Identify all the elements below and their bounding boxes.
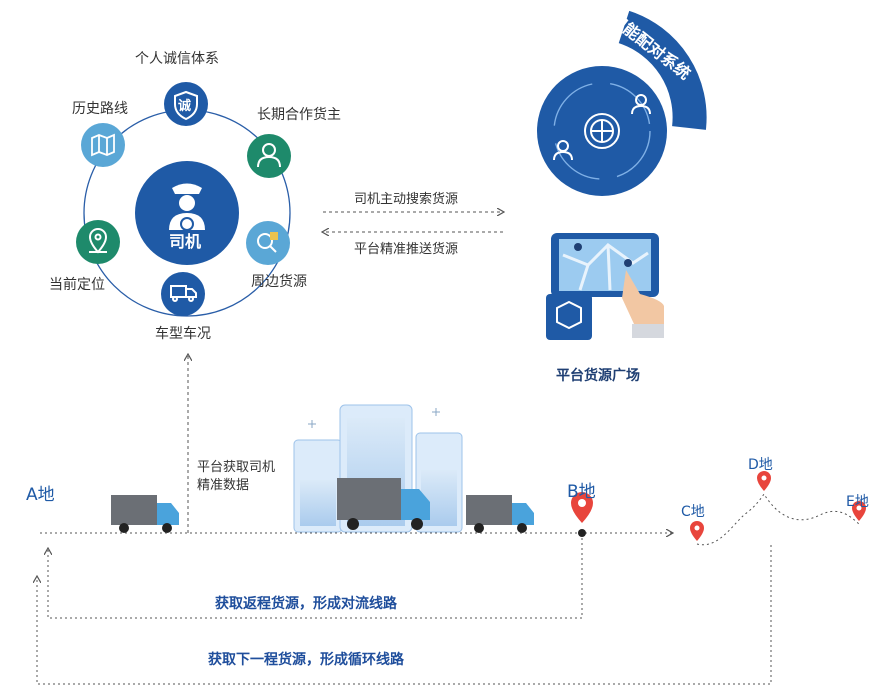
platform-data-label-2: 精准数据: [197, 478, 250, 493]
node-credit-label: 个人诚信体系: [135, 51, 219, 67]
truck-left: [111, 495, 179, 533]
cycle-loop-label: 获取下一程货源，形成循环线路: [208, 652, 404, 668]
driver-center-label: 司机: [169, 232, 202, 251]
sparkle-icon: [308, 408, 440, 428]
marketplace-label: 平台货源广场: [556, 368, 640, 384]
node-partner-label: 长期合作货主: [257, 107, 341, 123]
location-c-label: C地: [681, 504, 705, 520]
location-pin-d: [757, 471, 771, 491]
globe-gear-icon: [584, 113, 620, 149]
location-pin-b: [571, 492, 593, 537]
marketplace-box-icon: [546, 294, 592, 340]
user-icon-top: [631, 94, 651, 115]
matching-orbit: [553, 82, 651, 180]
matching-system: [537, 10, 707, 196]
map-pin-icon: [574, 243, 632, 267]
location-d-label: D地: [748, 457, 773, 473]
package-search-icon: [257, 232, 278, 253]
map-pin-icon: [88, 228, 108, 254]
credit-badge-text: 诚: [178, 99, 192, 114]
platform-data-label-1: 平台获取司机: [197, 460, 276, 475]
return-loop-line: [48, 538, 583, 619]
node-history-circle: [81, 123, 125, 167]
driver-cluster: [76, 82, 291, 317]
location-pin-e: [852, 501, 866, 521]
platform-push-label: 平台精准推送货源: [354, 242, 459, 257]
driver-icon: [169, 183, 205, 231]
truck-center: [337, 478, 430, 530]
location-b-label: B地: [567, 482, 596, 502]
node-credit-circle: [164, 82, 208, 126]
truck-right: [466, 495, 534, 533]
location-a-label: A地: [26, 485, 55, 505]
node-location-circle: [76, 220, 120, 264]
route-map-icon: [91, 133, 115, 157]
node-location-label: 当前定位: [49, 277, 105, 293]
location-e-label: E地: [846, 494, 869, 510]
node-nearby-cargo-circle: [246, 221, 290, 265]
location-pin-c: [690, 521, 704, 541]
node-vehicle-label: 车型车况: [155, 326, 211, 342]
city-buildings-left: [300, 480, 336, 526]
node-nearby-cargo-label: 周边货源: [251, 274, 307, 290]
driver-search-label: 司机主动搜索货源: [354, 192, 459, 207]
map-roads: [562, 243, 649, 291]
truck-icon: [170, 285, 197, 302]
pointing-hand-icon: [622, 270, 664, 338]
node-history-label: 历史路线: [72, 101, 128, 117]
matching-arc-band: [618, 10, 707, 130]
return-loop-label: 获取返程货源，形成对流线路: [215, 596, 397, 612]
node-vehicle-circle: [161, 272, 205, 316]
person-icon: [257, 143, 281, 168]
user-icon-bottom: [553, 140, 573, 161]
marketplace-illustration: [546, 233, 664, 340]
cycle-loop-line: [37, 545, 772, 685]
route-cde: [696, 493, 860, 546]
shield-icon: [174, 90, 198, 121]
cube-icon: [556, 300, 582, 330]
